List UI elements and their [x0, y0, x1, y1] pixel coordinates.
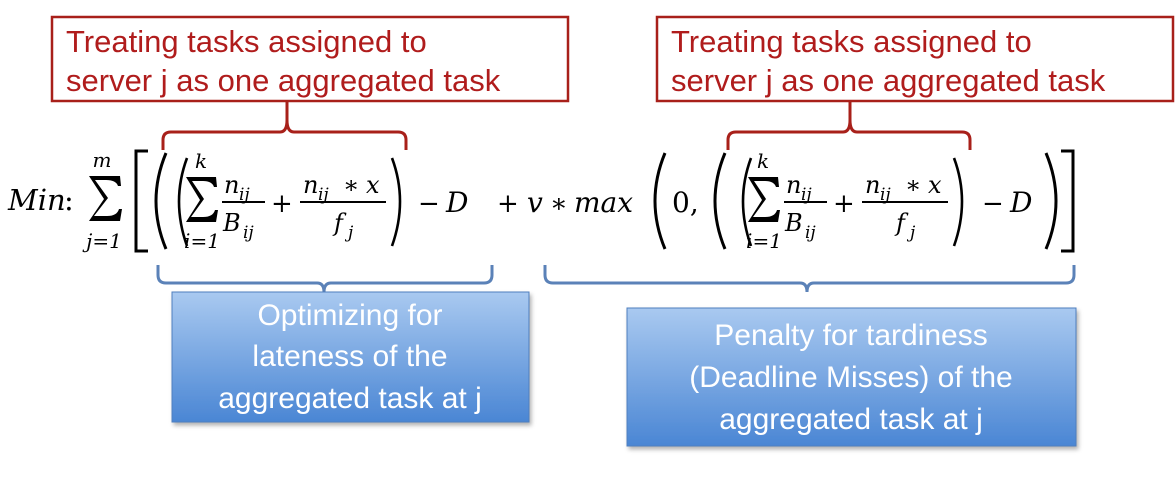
right-note-line3: aggregated task at j	[719, 403, 983, 436]
max-label: max	[574, 186, 633, 219]
left-callout: Treating tasks assigned to server j as o…	[50, 15, 570, 103]
inner-sum-lower-1: i=1	[184, 229, 220, 253]
left-square-bracket	[134, 149, 148, 253]
right-bottom-bracket	[543, 265, 1076, 293]
outer-sum-sign	[89, 176, 122, 221]
right-callout-line1: Treating tasks assigned to	[671, 24, 1032, 59]
left-note-line3: aggregated task at j	[218, 382, 482, 415]
frac1-den-b: B	[222, 209, 241, 237]
inner-sum-sign-1	[186, 177, 218, 222]
frac1-num-ij: ij	[239, 185, 250, 205]
v-weight: v	[527, 186, 543, 219]
left-note-box	[171, 291, 530, 423]
frac3-den-b: B	[784, 209, 803, 237]
inner-sum-lower-2: i=1	[746, 229, 782, 253]
right-note-box	[626, 307, 1077, 447]
left-big-paren-1	[154, 152, 168, 250]
frac4-num-ij: ij	[880, 185, 891, 205]
right-callout-box	[655, 15, 1175, 103]
right-note-line1: Penalty for tardiness	[714, 319, 987, 352]
star-2: ∗	[550, 189, 568, 219]
frac1-num-n: n	[224, 171, 239, 199]
left-callout-line2: server j as one aggregated task	[66, 63, 501, 98]
frac2-num-n: n	[303, 171, 318, 199]
frac2-num-ij: ij	[318, 185, 329, 205]
deadline-1: D	[445, 186, 468, 219]
minus-2: −	[982, 189, 1004, 219]
plus-3: +	[833, 189, 855, 219]
left-bottom-bracket	[156, 265, 494, 293]
formula: Min : m j=1 k i=1 n ij B ij + n ij ∗ x f…	[7, 148, 1075, 253]
right-callout: Treating tasks assigned to server j as o…	[655, 15, 1175, 103]
right-callout-line2: server j as one aggregated task	[671, 63, 1106, 98]
right-square-bracket	[1061, 149, 1075, 253]
left-note: Optimizing for lateness of the aggregate…	[171, 291, 530, 423]
left-inner-paren-2	[741, 157, 753, 247]
frac4-star: ∗	[905, 171, 921, 199]
left-top-bracket	[161, 102, 408, 150]
min-colon: :	[64, 183, 74, 217]
left-callout-box	[50, 15, 570, 103]
inner-sum-sign-2	[748, 177, 780, 222]
right-inner-paren-1	[390, 157, 402, 247]
plus-1: +	[271, 189, 293, 219]
left-inner-paren-1	[177, 157, 189, 247]
min-label: Min	[7, 183, 66, 217]
frac3-num-ij: ij	[801, 185, 812, 205]
frac3-num-n: n	[786, 171, 801, 199]
frac1-den-ij: ij	[243, 223, 254, 243]
left-note-line1: Optimizing for	[257, 299, 442, 332]
frac2-den-f: f	[332, 209, 347, 237]
outer-sum-upper: m	[93, 148, 112, 172]
frac2-den-j: j	[344, 223, 354, 243]
frac4-den-f: f	[894, 209, 909, 237]
frac2-star: ∗	[343, 171, 359, 199]
frac4-den-j: j	[906, 223, 916, 243]
inner-sum-upper-2: k	[757, 149, 769, 173]
left-note-line2: lateness of the	[252, 340, 447, 373]
plus-2: +	[497, 189, 519, 219]
right-note-line2: (Deadline Misses) of the	[689, 361, 1012, 394]
left-callout-line1: Treating tasks assigned to	[66, 24, 427, 59]
deadline-2: D	[1009, 186, 1032, 219]
outer-sum-lower: j=1	[82, 229, 122, 253]
right-inner-paren-2	[952, 157, 964, 247]
minus-1: −	[418, 189, 440, 219]
left-big-paren-2	[713, 152, 727, 250]
max-right-paren	[1044, 152, 1058, 250]
frac4-num-n: n	[865, 171, 880, 199]
inner-sum-upper-1: k	[195, 149, 207, 173]
frac3-den-ij: ij	[805, 223, 816, 243]
frac4-x: x	[928, 171, 942, 199]
zero-comma: 0,	[672, 186, 699, 219]
frac2-x: x	[366, 171, 380, 199]
right-top-bracket	[726, 102, 972, 150]
max-left-paren	[653, 152, 667, 250]
right-note: Penalty for tardiness (Deadline Misses) …	[626, 307, 1077, 447]
